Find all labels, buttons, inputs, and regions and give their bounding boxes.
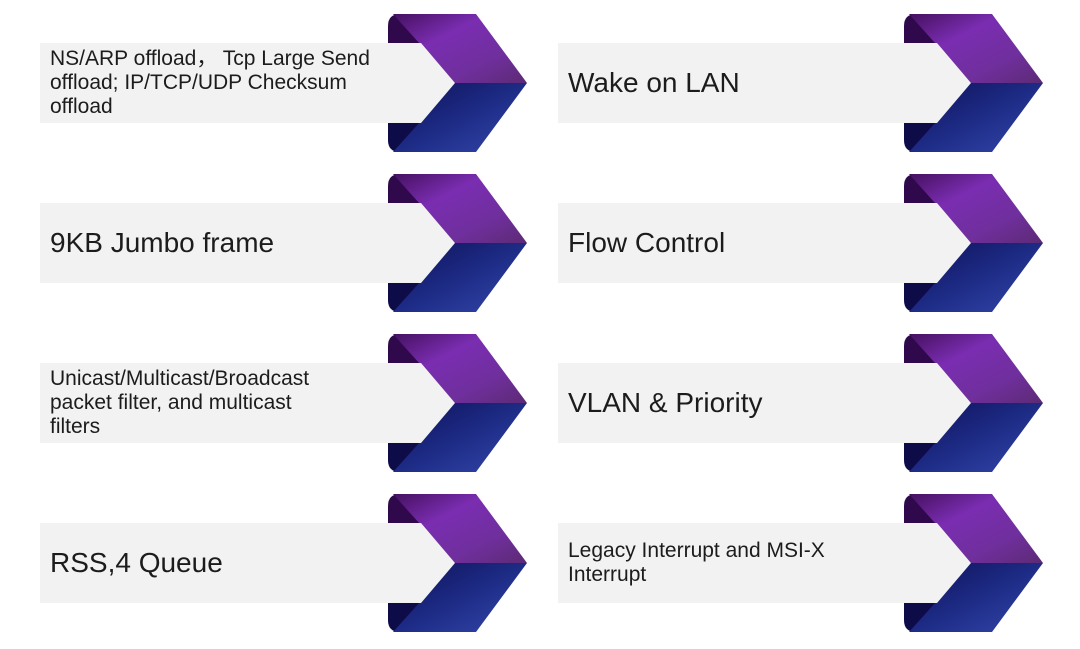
feature-label-bar: Flow Control — [558, 203, 971, 283]
feature-label: NS/ARP offload， Tcp Large Send offload; … — [50, 47, 370, 118]
feature-item: VLAN & Priority — [558, 333, 1043, 473]
feature-label: 9KB Jumbo frame — [50, 226, 275, 258]
feature-label-bar: 9KB Jumbo frame — [40, 203, 455, 283]
feature-item: RSS,4 Queue — [40, 493, 527, 633]
feature-label-bar: Legacy Interrupt and MSI-X Interrupt — [558, 523, 971, 603]
feature-label: Legacy Interrupt and MSI-X Interrupt — [568, 539, 825, 586]
feature-label: Wake on LAN — [568, 66, 740, 98]
feature-label: RSS,4 Queue — [50, 546, 223, 578]
feature-column-right: Wake on LAN Flow Control VLAN & Priority — [558, 0, 1043, 649]
feature-item: Flow Control — [558, 173, 1043, 313]
feature-label-bar: VLAN & Priority — [558, 363, 971, 443]
feature-label: VLAN & Priority — [568, 386, 763, 418]
feature-column-left: NS/ARP offload， Tcp Large Send offload; … — [40, 0, 527, 649]
feature-label-bar: RSS,4 Queue — [40, 523, 455, 603]
feature-label-bar: Wake on LAN — [558, 43, 971, 123]
feature-item: Legacy Interrupt and MSI-X Interrupt — [558, 493, 1043, 633]
feature-label: Flow Control — [568, 226, 726, 258]
feature-item: 9KB Jumbo frame — [40, 173, 527, 313]
feature-label-bar: NS/ARP offload， Tcp Large Send offload; … — [40, 43, 455, 123]
feature-label-bar: Unicast/Multicast/Broadcast packet filte… — [40, 363, 455, 443]
feature-item: NS/ARP offload， Tcp Large Send offload; … — [40, 13, 527, 153]
feature-item: Wake on LAN — [558, 13, 1043, 153]
feature-label: Unicast/Multicast/Broadcast packet filte… — [50, 367, 310, 438]
feature-item: Unicast/Multicast/Broadcast packet filte… — [40, 333, 527, 473]
